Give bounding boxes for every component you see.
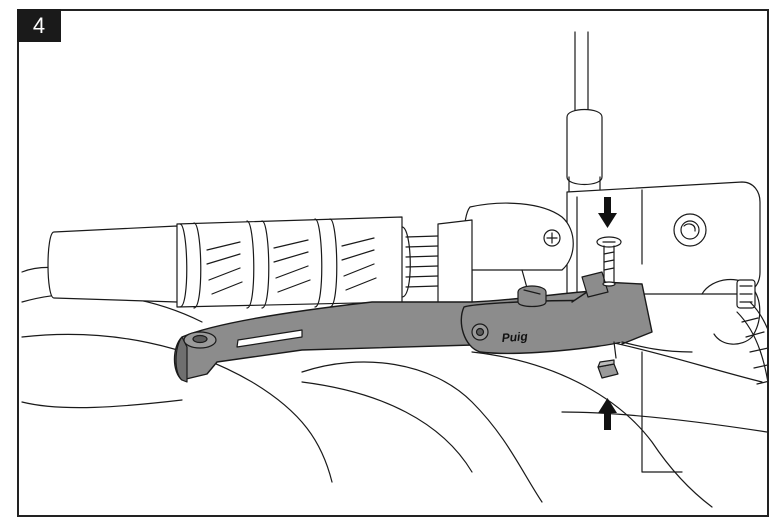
lever-installation-illustration: Puig [21,31,767,508]
clamp-body [463,202,574,343]
step-number-badge: 4 [17,9,61,42]
lever-brand-logo: Puig [501,329,529,345]
illustration-frame: Puig [17,9,769,517]
master-cylinder [566,181,761,345]
pivot-screw [596,236,622,287]
pivot-nut [597,341,693,473]
arrow-up-icon [598,398,617,430]
puig-brake-lever [173,271,653,383]
handlebar-grip [47,216,473,309]
arrow-down-icon [598,197,617,228]
mirror-stem [566,31,603,203]
brake-hose [736,301,767,385]
